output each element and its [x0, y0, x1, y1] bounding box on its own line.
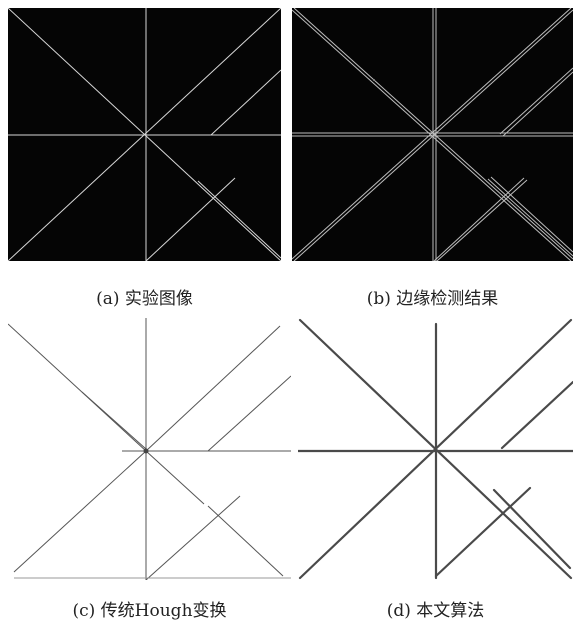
panel-a-experiment-image — [8, 8, 281, 261]
caption-d: (d) 本文算法 — [386, 601, 485, 621]
caption-c: (c) 传统Hough变换 — [72, 601, 227, 621]
panel-d-proposed-algorithm — [298, 318, 573, 580]
caption-b: (b) 边缘检测结果 — [366, 289, 499, 309]
caption-a: (a) 实验图像 — [96, 289, 193, 309]
panel-c-traditional-hough — [8, 318, 291, 580]
panel-b-edge-detection — [292, 8, 573, 261]
